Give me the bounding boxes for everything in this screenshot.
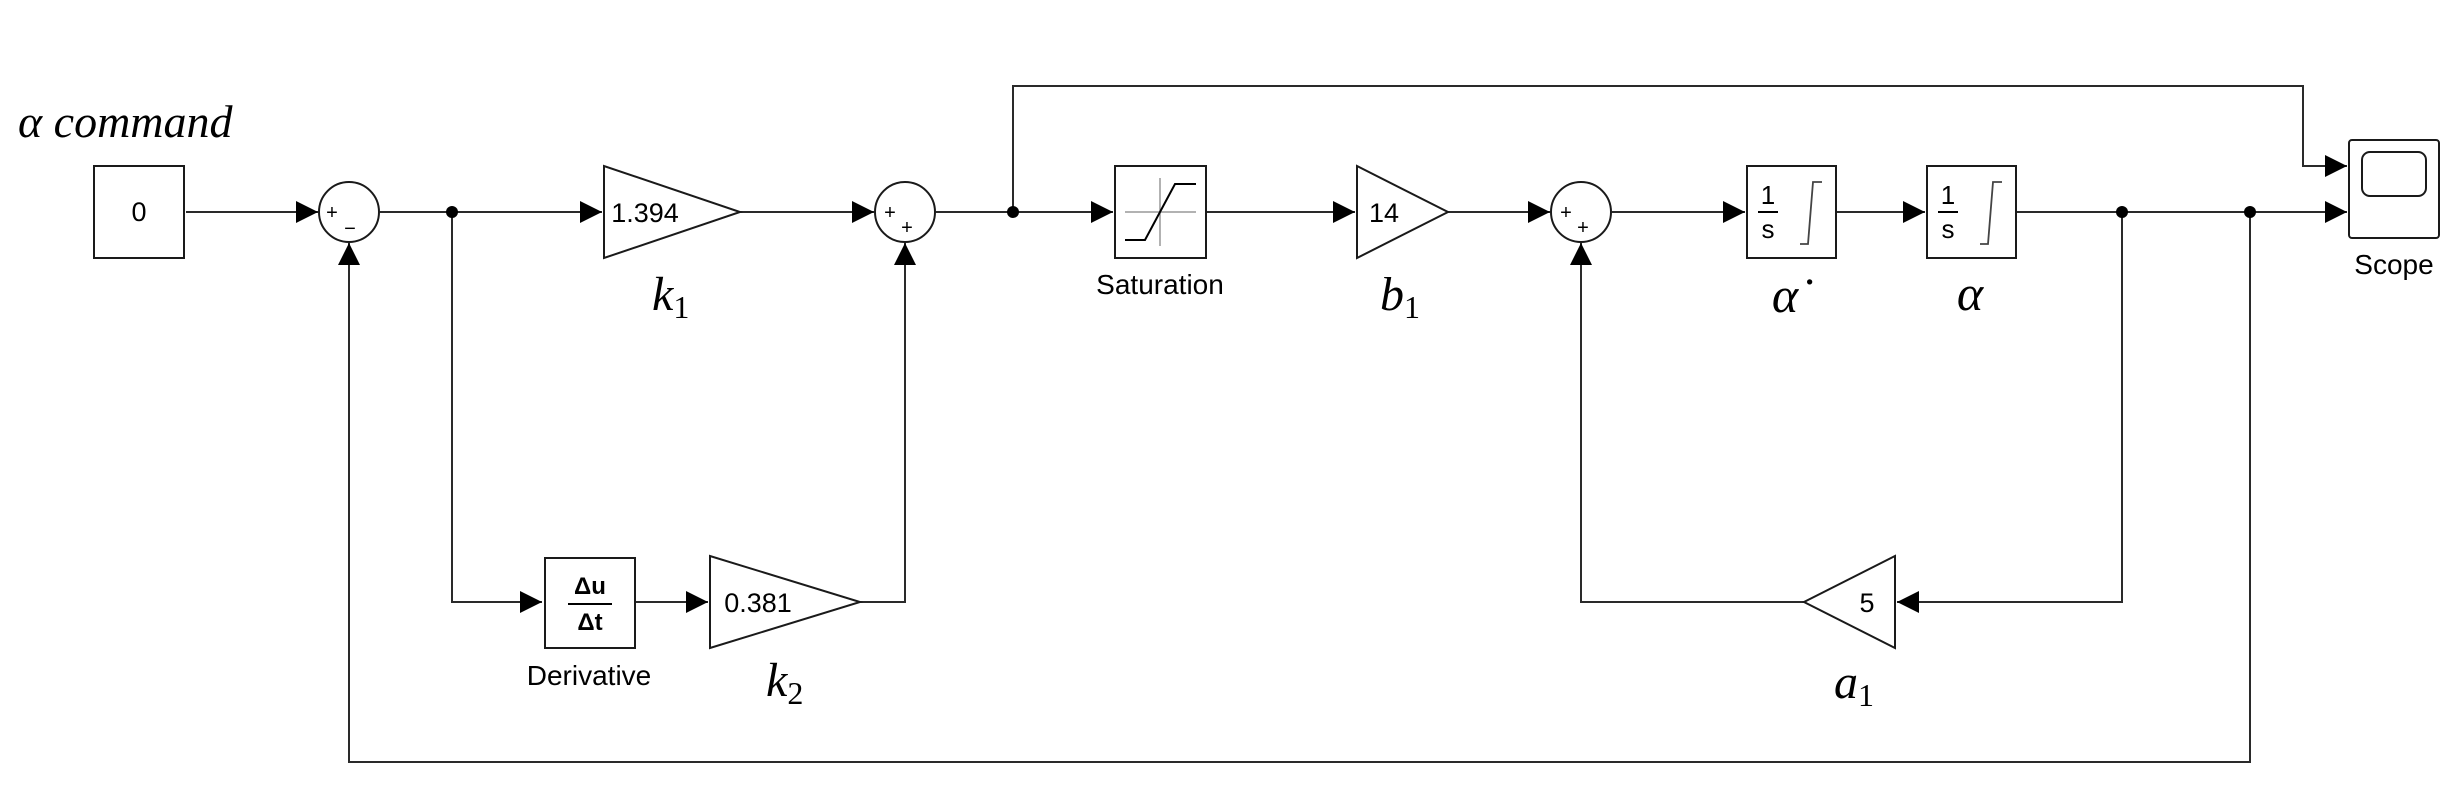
derivative-label: Derivative <box>527 660 651 691</box>
integrator1-denominator: s <box>1762 214 1775 244</box>
derivative-block[interactable]: Δu Δt <box>544 557 636 649</box>
k2-symbol: k2 <box>766 654 803 711</box>
k2-gain-value: 0.381 <box>724 588 792 618</box>
scope-label: Scope <box>2354 249 2433 280</box>
sum2-sign-bottom: + <box>901 217 913 239</box>
sum3-sign-bottom: + <box>1577 217 1589 239</box>
saturation-curve <box>1125 183 1196 241</box>
junction-alpha-a1 <box>2116 206 2128 218</box>
junction-alpha-feedback <box>2244 206 2256 218</box>
wire-alpha-to-a1 <box>1897 212 2123 613</box>
alpha-symbol: α <box>1957 265 1985 321</box>
a1-symbol: a1 <box>1834 656 1874 713</box>
signal-wires <box>186 85 2347 763</box>
input-label: α command <box>18 96 234 147</box>
sum1-sign-bottom: − <box>344 218 356 240</box>
b1-gain-value: 14 <box>1369 198 1399 228</box>
k1-gain-value: 1.394 <box>611 198 679 228</box>
k1-symbol-sub: 1 <box>673 289 689 325</box>
constant-value: 0 <box>131 197 146 227</box>
sum3-sign-left: + <box>1560 202 1572 224</box>
junctions <box>446 206 2256 218</box>
junction-error <box>446 206 458 218</box>
saturation-block[interactable] <box>1114 165 1207 259</box>
wire-a1-to-sum3 <box>1570 243 1804 603</box>
k2-symbol-base: k <box>766 654 789 707</box>
integrator1-numerator: 1 <box>1761 180 1775 210</box>
b1-symbol-sub: 1 <box>1404 289 1420 325</box>
a1-gain-value: 5 <box>1859 588 1874 618</box>
k2-symbol-sub: 2 <box>787 675 803 711</box>
scope-block[interactable] <box>2348 139 2440 239</box>
integrator2-block[interactable]: 1 s <box>1926 165 2017 259</box>
sum3-block[interactable]: + + <box>1550 181 1612 243</box>
sum1-sign-left: + <box>326 202 338 224</box>
wire-control-to-scope <box>1012 85 2347 212</box>
integrator2-numerator: 1 <box>1941 180 1955 210</box>
b1-symbol: b1 <box>1380 268 1420 325</box>
alpha-dot-symbol: α̇ <box>1772 267 1813 323</box>
integrator2-integral-icon <box>1980 181 2002 245</box>
scope-screen <box>2361 151 2427 197</box>
k1-symbol-base: k <box>652 268 675 321</box>
k2-gain-block[interactable]: 0.381 <box>709 554 864 650</box>
b1-symbol-base: b <box>1380 268 1404 321</box>
saturation-label: Saturation <box>1096 269 1224 300</box>
sum2-sign-left: + <box>884 202 896 224</box>
integrator1-integral-icon <box>1800 181 1822 245</box>
integrator2-denominator: s <box>1942 214 1955 244</box>
a1-symbol-sub: 1 <box>1858 677 1874 713</box>
constant-block[interactable]: 0 <box>93 165 185 259</box>
sum1-block[interactable]: + − <box>318 181 380 243</box>
wire-error-to-derivative <box>451 212 542 613</box>
k1-gain-block[interactable]: 1.394 <box>603 164 744 260</box>
integrator1-block[interactable]: 1 s <box>1746 165 1837 259</box>
sum2-block[interactable]: + + <box>874 181 936 243</box>
wire-k2-to-sum2 <box>860 243 916 603</box>
b1-gain-block[interactable]: 14 <box>1356 164 1451 260</box>
k1-symbol: k1 <box>652 268 689 325</box>
a1-gain-block[interactable]: 5 <box>1801 554 1896 650</box>
derivative-numerator: Δu <box>574 573 606 600</box>
junction-control <box>1007 206 1019 218</box>
derivative-denominator: Δt <box>577 609 602 636</box>
a1-symbol-base: a <box>1834 656 1858 709</box>
wire-outer-feedback <box>338 212 2251 763</box>
